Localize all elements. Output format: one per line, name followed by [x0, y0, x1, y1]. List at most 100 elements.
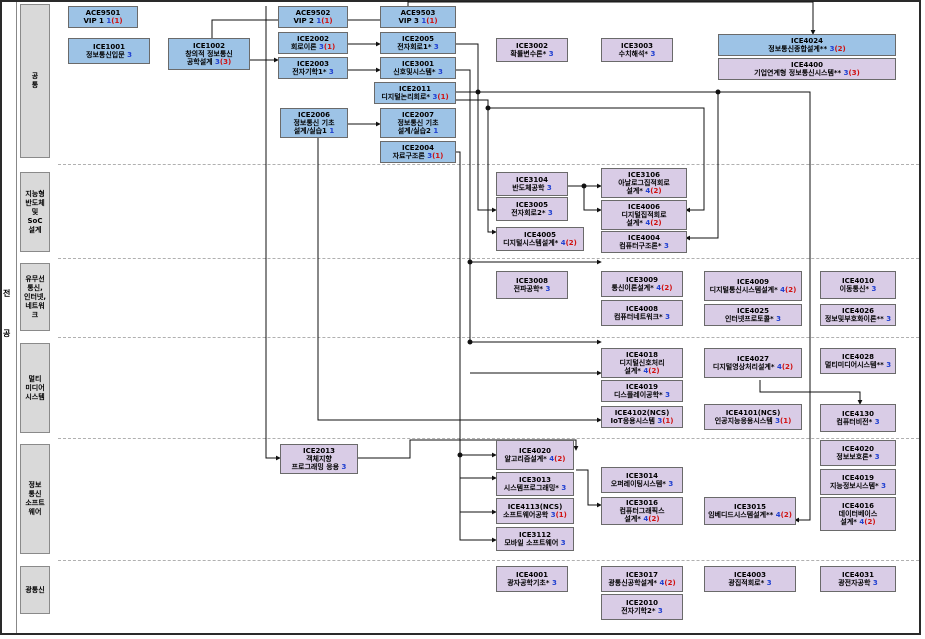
course-credit: 3: [663, 242, 669, 250]
course-title: 통신이론설계* 4(2): [611, 284, 673, 292]
course-code: ICE4004: [627, 234, 660, 242]
junction-dot: [467, 339, 473, 345]
course-design-credit: (2): [650, 187, 662, 195]
junction-dot: [581, 183, 587, 189]
course-title: 광전자공학 3: [838, 579, 878, 587]
course-credit: 4: [560, 239, 566, 247]
course-title: IoT응용시스템 3(1): [610, 417, 674, 425]
course-title: 정보통신 기초 설계/실습1 1: [293, 119, 335, 135]
course-code: ICE3003: [620, 42, 653, 50]
course-title: 기업연계형 정보통신시스템** 3(3): [754, 69, 860, 77]
course-credit: 4: [549, 455, 555, 463]
course-design-credit: (2): [785, 286, 797, 294]
course-code: ICE4025: [736, 307, 769, 315]
course-title: 반도체공학 3: [512, 184, 552, 192]
course-design-credit: (2): [864, 518, 876, 526]
arrow-line: [718, 91, 811, 523]
course-credit: 4: [780, 286, 786, 294]
course-title: 광자공학기초* 3: [507, 579, 557, 587]
arrow-line: [456, 43, 497, 213]
course-code: ICE2007: [401, 111, 434, 119]
course-code: ICE2013: [302, 447, 335, 455]
course-credit: 4: [645, 187, 651, 195]
course-code: ICE2010: [625, 599, 658, 607]
course-title: 객체지향 프로그래밍 응용 3: [291, 455, 347, 471]
course-credit: 3: [546, 184, 552, 192]
course-credit: 1: [329, 127, 335, 135]
course-title: 지능정보시스템* 3: [829, 482, 887, 490]
course-code: ICE2006: [297, 111, 330, 119]
course-code: ICE3002: [515, 42, 548, 50]
course-credit: 3: [829, 45, 835, 53]
course-title: 소프트웨어공학 3(1): [503, 511, 567, 519]
course-code: ICE3104: [515, 176, 548, 184]
course-box-ice4101-ncs-: ICE4101(NCS)인공지능응용시스템 3(1): [704, 404, 802, 430]
arrow-line: [583, 186, 602, 213]
course-code: ICE4001: [515, 571, 548, 579]
group-label-soc: 지능형 반도체 및 SoC 설계: [20, 172, 50, 252]
course-code: ICE4008: [625, 305, 658, 313]
course-code: ICE4003: [733, 571, 766, 579]
course-code: ICE3017: [625, 571, 658, 579]
course-credit: 3: [433, 43, 439, 51]
course-title: 오퍼레이팅시스템* 3: [610, 480, 674, 488]
course-credit: 3: [886, 315, 892, 323]
course-credit: 3: [328, 68, 334, 76]
arrow-line: [456, 151, 497, 543]
course-credit: 3: [215, 58, 220, 66]
course-credit: 3: [341, 463, 347, 471]
course-code: ICE4018: [625, 351, 658, 359]
course-design-credit: (1): [432, 152, 444, 160]
course-title: 정보및부호화이론** 3: [824, 315, 892, 323]
course-code: ICE3016: [625, 499, 658, 507]
course-credit: 3: [657, 417, 663, 425]
course-code: ICE4005: [523, 231, 556, 239]
course-credit: 3: [665, 391, 671, 399]
course-code: ICE1002: [192, 42, 225, 50]
group-label-common: 공 통: [20, 4, 50, 158]
course-code: ICE4130: [841, 410, 874, 418]
course-code: ACE9502: [295, 9, 331, 17]
course-code: ICE4019: [625, 383, 658, 391]
course-credit: 4: [656, 284, 662, 292]
course-credit: 3: [872, 579, 878, 587]
course-code: ICE3112: [518, 531, 551, 539]
course-credit: 3: [550, 511, 556, 519]
course-code: ACE9501: [85, 9, 121, 17]
course-title: 확률변수론* 3: [510, 50, 554, 58]
course-credit: 3: [665, 313, 671, 321]
course-title: 디지털신호처리 설계* 4(2): [619, 359, 665, 375]
group-separator: [58, 560, 919, 561]
course-credit: 3: [548, 50, 554, 58]
course-credit: 3: [874, 453, 880, 461]
course-code: ICE3014: [625, 472, 658, 480]
course-code: ICE4016: [841, 502, 874, 510]
course-title: 전자기학2* 3: [621, 607, 663, 615]
course-title: 컴퓨터구조론* 3: [619, 242, 669, 250]
course-title: 디지털영상처리설계* 4(2): [712, 363, 794, 371]
course-title: 전자기학1* 3: [292, 68, 334, 76]
course-code: ICE4006: [627, 203, 660, 211]
course-design-credit: (2): [554, 455, 566, 463]
course-credit: 4: [643, 367, 649, 375]
course-code: ICE4102(NCS): [614, 409, 670, 417]
course-title: 디스플레이공학* 3: [613, 391, 671, 399]
major-column: [2, 2, 17, 633]
course-title: 이동통신* 3: [839, 285, 877, 293]
course-title: 전자회로1* 3: [397, 43, 439, 51]
